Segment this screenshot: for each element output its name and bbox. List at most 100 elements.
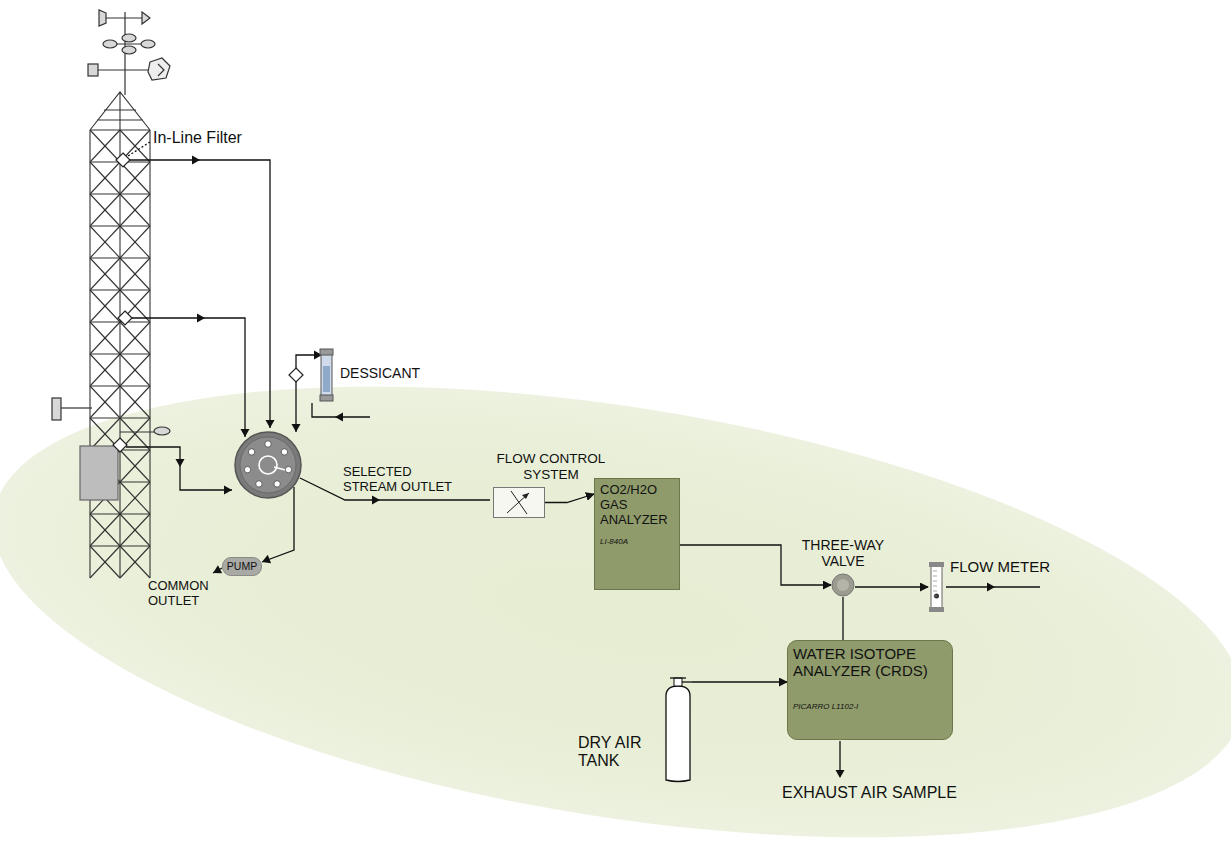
stream-selector-valve [256, 481, 262, 487]
inline-filter [289, 368, 303, 382]
tower-structure [90, 162, 120, 194]
analyzer-box: WATER ISOTOPE ANALYZER (CRDS)PICARRO L11… [787, 640, 953, 740]
tower-structure [90, 546, 120, 578]
tower-structure [120, 514, 150, 546]
flow-meter-icon [929, 607, 944, 612]
tower-instruments [52, 398, 61, 420]
tower-structure [90, 130, 120, 162]
stream-selector-valve [274, 481, 280, 487]
desiccant-canister-icon [320, 395, 333, 401]
node-label: FLOW METER [950, 558, 1060, 575]
dry-air-tank-icon [674, 678, 682, 686]
flow-meter-icon [933, 596, 937, 597]
tower-structure [90, 92, 150, 130]
tower-structure [120, 482, 150, 514]
tower-structure [120, 386, 150, 418]
flow-arrowhead [372, 496, 380, 505]
tower-structure [120, 450, 150, 482]
flow-meter-icon [933, 581, 937, 582]
tower-structure [120, 322, 150, 354]
tower-instruments [52, 10, 170, 500]
stream-selector-valve [259, 456, 277, 474]
sample-tubing [126, 142, 1040, 772]
stream-selector-valve [244, 466, 250, 472]
flow-arrowhead [987, 583, 995, 592]
flow-control-box-icon [493, 487, 545, 518]
tower-structure [120, 226, 150, 258]
inline-filter [116, 153, 130, 167]
flow-connector [545, 494, 594, 503]
tower-instruments [80, 446, 118, 500]
stream-selector-valve [265, 441, 271, 447]
tower-structure [90, 258, 120, 290]
tower-instruments [88, 64, 98, 76]
tower-structure [120, 450, 150, 482]
flow-arrowhead [335, 413, 343, 422]
stream-selector-valve [281, 449, 287, 455]
tower-structure [90, 226, 120, 258]
three-way-valve-icon [831, 573, 855, 597]
tower-structure [120, 354, 150, 386]
desiccant-canister: DESSICANT [318, 348, 450, 404]
flow-arrowhead [197, 314, 205, 323]
flow-meter-icon [934, 594, 939, 599]
dry-air-tank-icon [666, 686, 690, 782]
flow-arrowhead [241, 429, 250, 437]
inline-filter [113, 153, 303, 452]
model-label: LI-840A [600, 537, 674, 546]
tower-instruments [122, 46, 136, 54]
tower-structure [120, 258, 150, 290]
sample-tubing [128, 142, 150, 156]
flow-arrowhead [836, 770, 845, 778]
tower-instruments [95, 69, 155, 70]
tower-structure [90, 354, 120, 386]
tower-structure [120, 194, 150, 226]
tower-structure [90, 546, 120, 578]
inline-filter [118, 311, 132, 325]
tower-structure [90, 162, 120, 194]
tower-structure [120, 546, 150, 578]
tower-structure [90, 194, 120, 226]
flow-connector [842, 597, 843, 640]
tower-structure [90, 386, 120, 418]
tower-structure [90, 226, 120, 258]
flow-arrowhead [211, 565, 222, 577]
tower-structure [120, 482, 150, 514]
tower-instruments [142, 12, 150, 24]
flow-connector [855, 586, 928, 587]
tower-structure [90, 194, 120, 226]
inline-filter [113, 438, 127, 452]
tower-instruments [106, 17, 142, 18]
tower-instruments [99, 10, 106, 26]
desiccant-canister-icon [323, 366, 330, 392]
node-label: CO2/H2O GAS ANALYZER [600, 483, 674, 528]
flow-arrowhead [266, 420, 275, 428]
flow-connector [692, 681, 787, 682]
node-label: DRY AIR TANK [578, 734, 660, 771]
pump-symbol: PUMP [222, 557, 262, 576]
tower-structure [90, 258, 120, 290]
tower-instruments [158, 64, 164, 76]
ground-ellipse [0, 311, 1231, 844]
tower-instruments [141, 40, 155, 48]
tower-structure [90, 514, 120, 546]
dry-air-tank-icon [670, 677, 686, 678]
flow-meter-icon [928, 562, 945, 612]
tower-structure [90, 322, 120, 354]
tower-structure [120, 386, 150, 418]
stream-selector-valve [235, 432, 301, 498]
three-way-valve: THREE-WAY VALVE [796, 537, 890, 599]
stream-selector-valve [240, 437, 296, 493]
tower-structure [90, 514, 120, 546]
stream-label: SELECTED STREAM OUTLET [343, 465, 457, 495]
desiccant-canister-icon [320, 349, 333, 355]
sample-tubing [130, 318, 245, 437]
flow-meter-icon [933, 576, 937, 577]
flow-arrowhead [192, 156, 200, 165]
flow-meter-icon [933, 591, 937, 592]
sample-tubing [839, 741, 840, 772]
tower-structure [90, 290, 120, 322]
node-label: WATER ISOTOPE ANALYZER (CRDS) [793, 645, 947, 680]
tower-instruments [60, 407, 92, 408]
